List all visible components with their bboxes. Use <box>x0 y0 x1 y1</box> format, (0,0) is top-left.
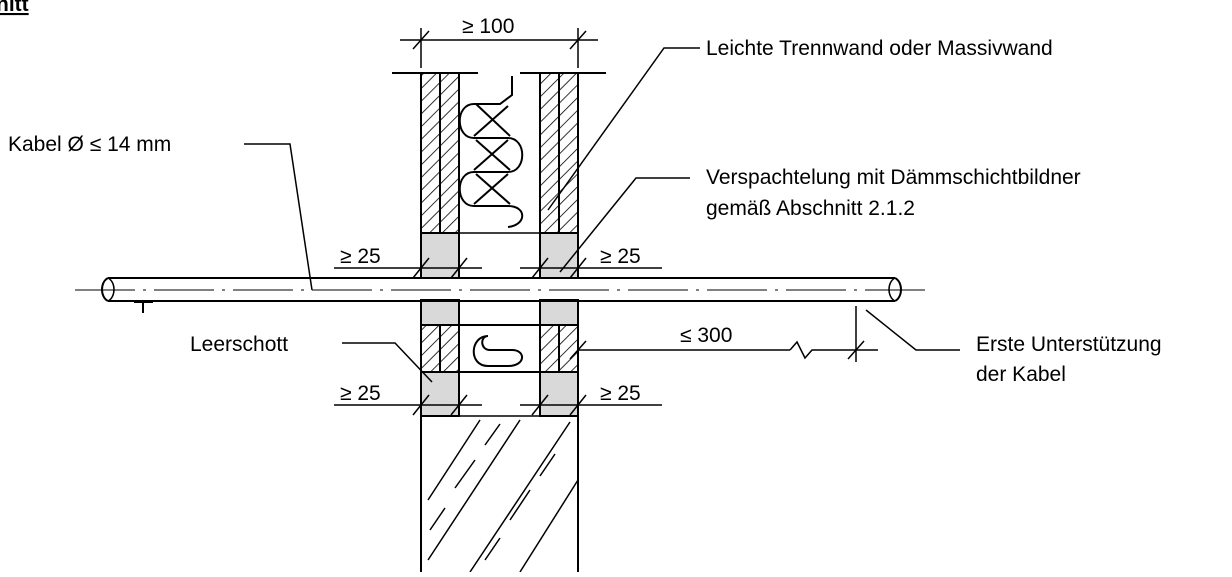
insulation-crosses <box>473 103 511 205</box>
insulation-symbol <box>458 76 524 228</box>
label-wall-text: Leichte Trennwand oder Massivwand <box>706 37 1053 60</box>
label-coating: Verspachtelung mit Dämmschichtbildner ge… <box>559 166 1081 273</box>
label-support-line2: der Kabel <box>976 363 1066 386</box>
lower-wall <box>420 324 579 373</box>
sealing-zone-top <box>420 232 579 279</box>
dim-seal-top-right-text: ≥ 25 <box>600 245 641 268</box>
dim-seal-bottom-left-text: ≥ 25 <box>340 382 381 405</box>
dim-seal-top: ≥ 25 ≥ 25 <box>334 245 662 279</box>
insulation-symbol-lower <box>472 335 523 367</box>
dim-wall-width-text: ≥ 100 <box>462 15 514 38</box>
label-wall: Leichte Trennwand oder Massivwand <box>547 37 1053 211</box>
blank-seal <box>420 371 579 417</box>
dim-seal-bottom: ≥ 25 ≥ 25 <box>334 382 662 416</box>
label-blank-seal-text: Leerschott <box>190 333 288 356</box>
label-coating-line2: gemäß Abschnitt 2.1.2 <box>706 197 915 220</box>
label-blank-seal: Leerschott <box>190 333 433 383</box>
label-coating-line1: Verspachtelung mit Dämmschichtbildner <box>706 166 1081 189</box>
label-cable-text: Kabel Ø ≤ 14 mm <box>8 133 171 156</box>
label-support-line1: Erste Unterstützung <box>976 333 1162 356</box>
massive-wall <box>420 416 579 573</box>
label-support: Erste Unterstützung der Kabel <box>865 309 1162 386</box>
dim-support-distance: ≤ 300 <box>569 306 878 362</box>
label-cable: Kabel Ø ≤ 14 mm <box>8 133 313 291</box>
dim-seal-bottom-right-text: ≥ 25 <box>600 382 641 405</box>
dim-seal-top-left-text: ≥ 25 <box>340 245 381 268</box>
board-right-outer <box>558 72 579 234</box>
upper-wall <box>392 72 606 234</box>
dim-support-distance-text: ≤ 300 <box>680 324 732 347</box>
dim-wall-width: ≥ 100 <box>400 15 598 68</box>
section-title: nitt <box>0 0 29 16</box>
sealing-zone-middle <box>420 299 579 326</box>
board-left-outer <box>420 72 441 234</box>
board-left-inner <box>439 72 460 234</box>
cable <box>75 277 925 313</box>
